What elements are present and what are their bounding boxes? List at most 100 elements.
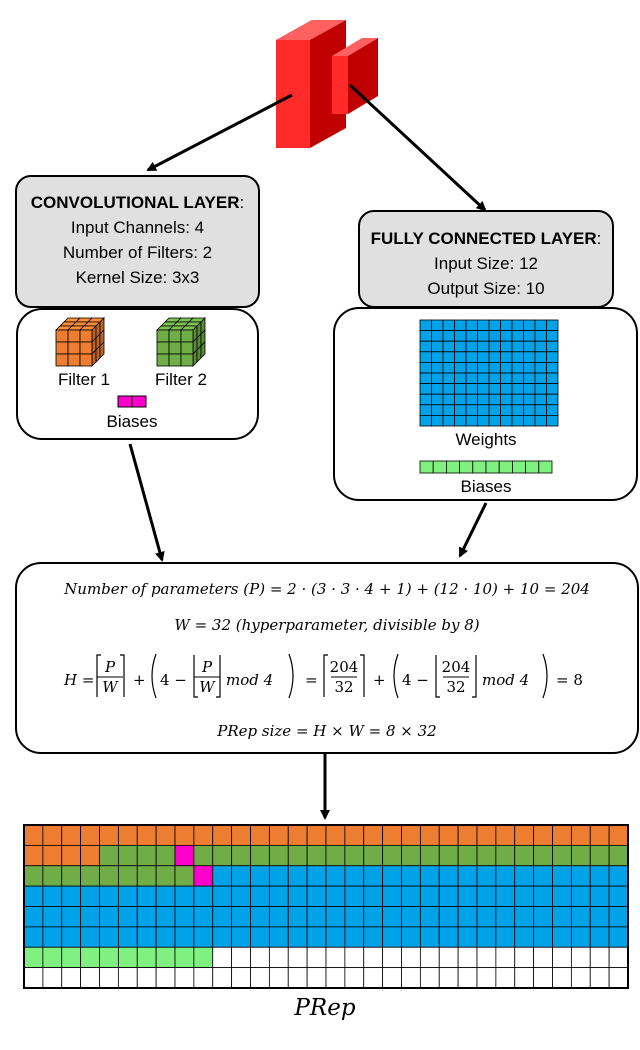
prep-cell-filter2 (136, 844, 157, 867)
prep-cell-empty (552, 967, 572, 989)
prep-cell-empty (363, 967, 384, 989)
prep-cell-weights (552, 885, 572, 907)
prep-cell-fc_bias (193, 946, 214, 969)
prep-cell-weights (99, 885, 119, 907)
prep-cell-filter2 (344, 844, 365, 867)
prep-cell-weights (136, 906, 157, 928)
prep-cell-weights (193, 885, 214, 907)
prep-cell-weights (401, 865, 421, 887)
prep-cell-empty (344, 946, 365, 969)
prep-cell-weights (514, 906, 535, 928)
prep-cell-filter1 (193, 824, 214, 846)
prep-cell-empty (608, 946, 629, 969)
prep-cell-empty (514, 946, 535, 969)
prep-cell-weights (287, 926, 308, 948)
prep-cell-filter2 (174, 865, 195, 887)
prep-cell-empty (419, 946, 440, 969)
svg-text:32: 32 (334, 678, 353, 696)
prep-cell-weights (589, 906, 610, 928)
prep-cell-empty (80, 967, 100, 989)
prep-cell-empty (344, 967, 365, 989)
svg-text:204: 204 (442, 658, 471, 676)
prep-cell-weights (212, 865, 233, 887)
fc-weights-grid (419, 319, 559, 427)
prep-cell-empty (457, 967, 478, 989)
conv-layer-title: CONVOLUTIONAL LAYER: (30, 193, 245, 212)
prep-cell-filter2 (136, 865, 157, 887)
prep-cell-empty (325, 967, 346, 989)
prep-cell-weights (533, 906, 553, 928)
prep-cell-filter2 (382, 844, 402, 867)
prep-cell-filter1 (495, 824, 516, 846)
fc-biases-label: Biases (460, 477, 512, 496)
prep-cell-weights (533, 885, 553, 907)
prep-cell-empty (552, 946, 572, 969)
prep-cell-weights (117, 885, 138, 907)
prep-cell-weights (268, 885, 289, 907)
prep-cell-empty (287, 946, 308, 969)
prep-cell-filter1 (212, 824, 233, 846)
prep-cell-weights (325, 926, 346, 948)
prep-cell-fc_bias (136, 946, 157, 969)
prep-cell-weights (438, 906, 459, 928)
prep-cell-weights (570, 926, 591, 948)
prep-cell-weights (306, 906, 327, 928)
prep-cell-empty (533, 967, 553, 989)
prep-cell-weights (325, 885, 346, 907)
svg-text:+: + (133, 671, 146, 689)
prep-cell-weights (608, 906, 629, 928)
prep-cell-filter1 (457, 824, 478, 846)
prep-cell-empty (589, 946, 610, 969)
prep-cell-conv_bias (174, 844, 195, 867)
svg-text:32: 32 (446, 678, 465, 696)
prep-cell-filter2 (61, 865, 82, 887)
prep-cell-filter1 (136, 824, 157, 846)
prep-cell-filter2 (514, 844, 535, 867)
prep-cell-weights (193, 926, 214, 948)
prep-cell-weights (306, 865, 327, 887)
arrow-fc-to-formula (458, 502, 488, 558)
prep-cell-weights (193, 906, 214, 928)
prep-cell-filter2 (42, 865, 63, 887)
prep-cell-empty (174, 967, 195, 989)
prep-cell-weights (344, 885, 365, 907)
conv-biases-cells (117, 395, 147, 408)
prep-cell-weights (42, 906, 63, 928)
prep-cell-fc_bias (99, 946, 119, 969)
prep-cell-filter2 (419, 844, 440, 867)
prep-cell-filter2 (250, 844, 270, 867)
prep-cell-filter2 (155, 844, 176, 867)
svg-text:4 −: 4 − (402, 671, 429, 689)
prep-cell-filter1 (419, 824, 440, 846)
prep-cell-filter2 (608, 844, 629, 867)
svg-text:4 −: 4 − (160, 671, 187, 689)
prep-cell-weights (401, 926, 421, 948)
prep-cell-weights (419, 906, 440, 928)
prep-cell-filter2 (193, 844, 214, 867)
svg-text:=: = (305, 671, 318, 689)
fc-layer-header: FULLY CONNECTED LAYER: Input Size: 12 Ou… (358, 210, 614, 308)
prep-cell-filter2 (99, 844, 119, 867)
filter2-cube-icon (156, 317, 206, 367)
prep-cell-empty (231, 946, 251, 969)
prep-cell-weights (363, 885, 384, 907)
prep-cell-weights (212, 926, 233, 948)
svg-text:W: W (102, 678, 119, 696)
prep-cell-weights (61, 906, 82, 928)
prep-cell-filter2 (23, 865, 44, 887)
prep-cell-filter2 (533, 844, 553, 867)
prep-cell-empty (117, 967, 138, 989)
prep-cell-weights (419, 865, 440, 887)
prep-cell-weights (608, 865, 629, 887)
prep-cell-filter1 (80, 824, 100, 846)
prep-cell-empty (212, 946, 233, 969)
prep-cell-weights (250, 906, 270, 928)
prep-cell-weights (608, 885, 629, 907)
prep-cell-filter2 (268, 844, 289, 867)
prep-cell-weights (457, 906, 478, 928)
filter1-cube-icon (55, 317, 105, 367)
prep-cell-weights (570, 885, 591, 907)
svg-text:H =: H = (63, 671, 94, 689)
prep-cell-filter1 (306, 824, 327, 846)
